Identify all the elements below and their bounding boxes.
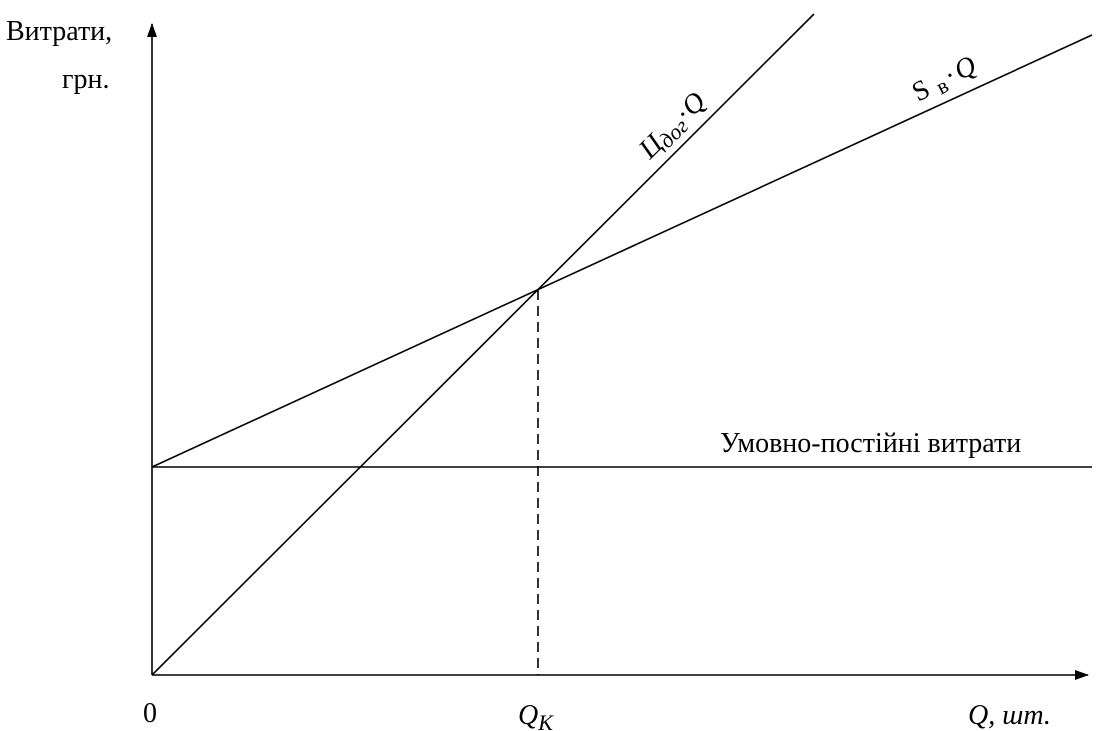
x-axis-label: Q, шт. — [968, 700, 1051, 731]
revenue-line — [151, 13, 815, 676]
origin-label: 0 — [143, 698, 157, 729]
revenue-label: Цдог·Q — [632, 86, 714, 168]
y-axis-label-line2: грн. — [62, 64, 109, 95]
variable-costs-line — [151, 34, 1093, 468]
y-axis-label-line1: Витрати, — [6, 16, 112, 47]
variable-costs-label: Sв·Q — [907, 50, 982, 110]
breakeven-label: QК — [518, 700, 554, 731]
fixed-costs-label: Умовно-постійні витрати — [720, 428, 1021, 459]
